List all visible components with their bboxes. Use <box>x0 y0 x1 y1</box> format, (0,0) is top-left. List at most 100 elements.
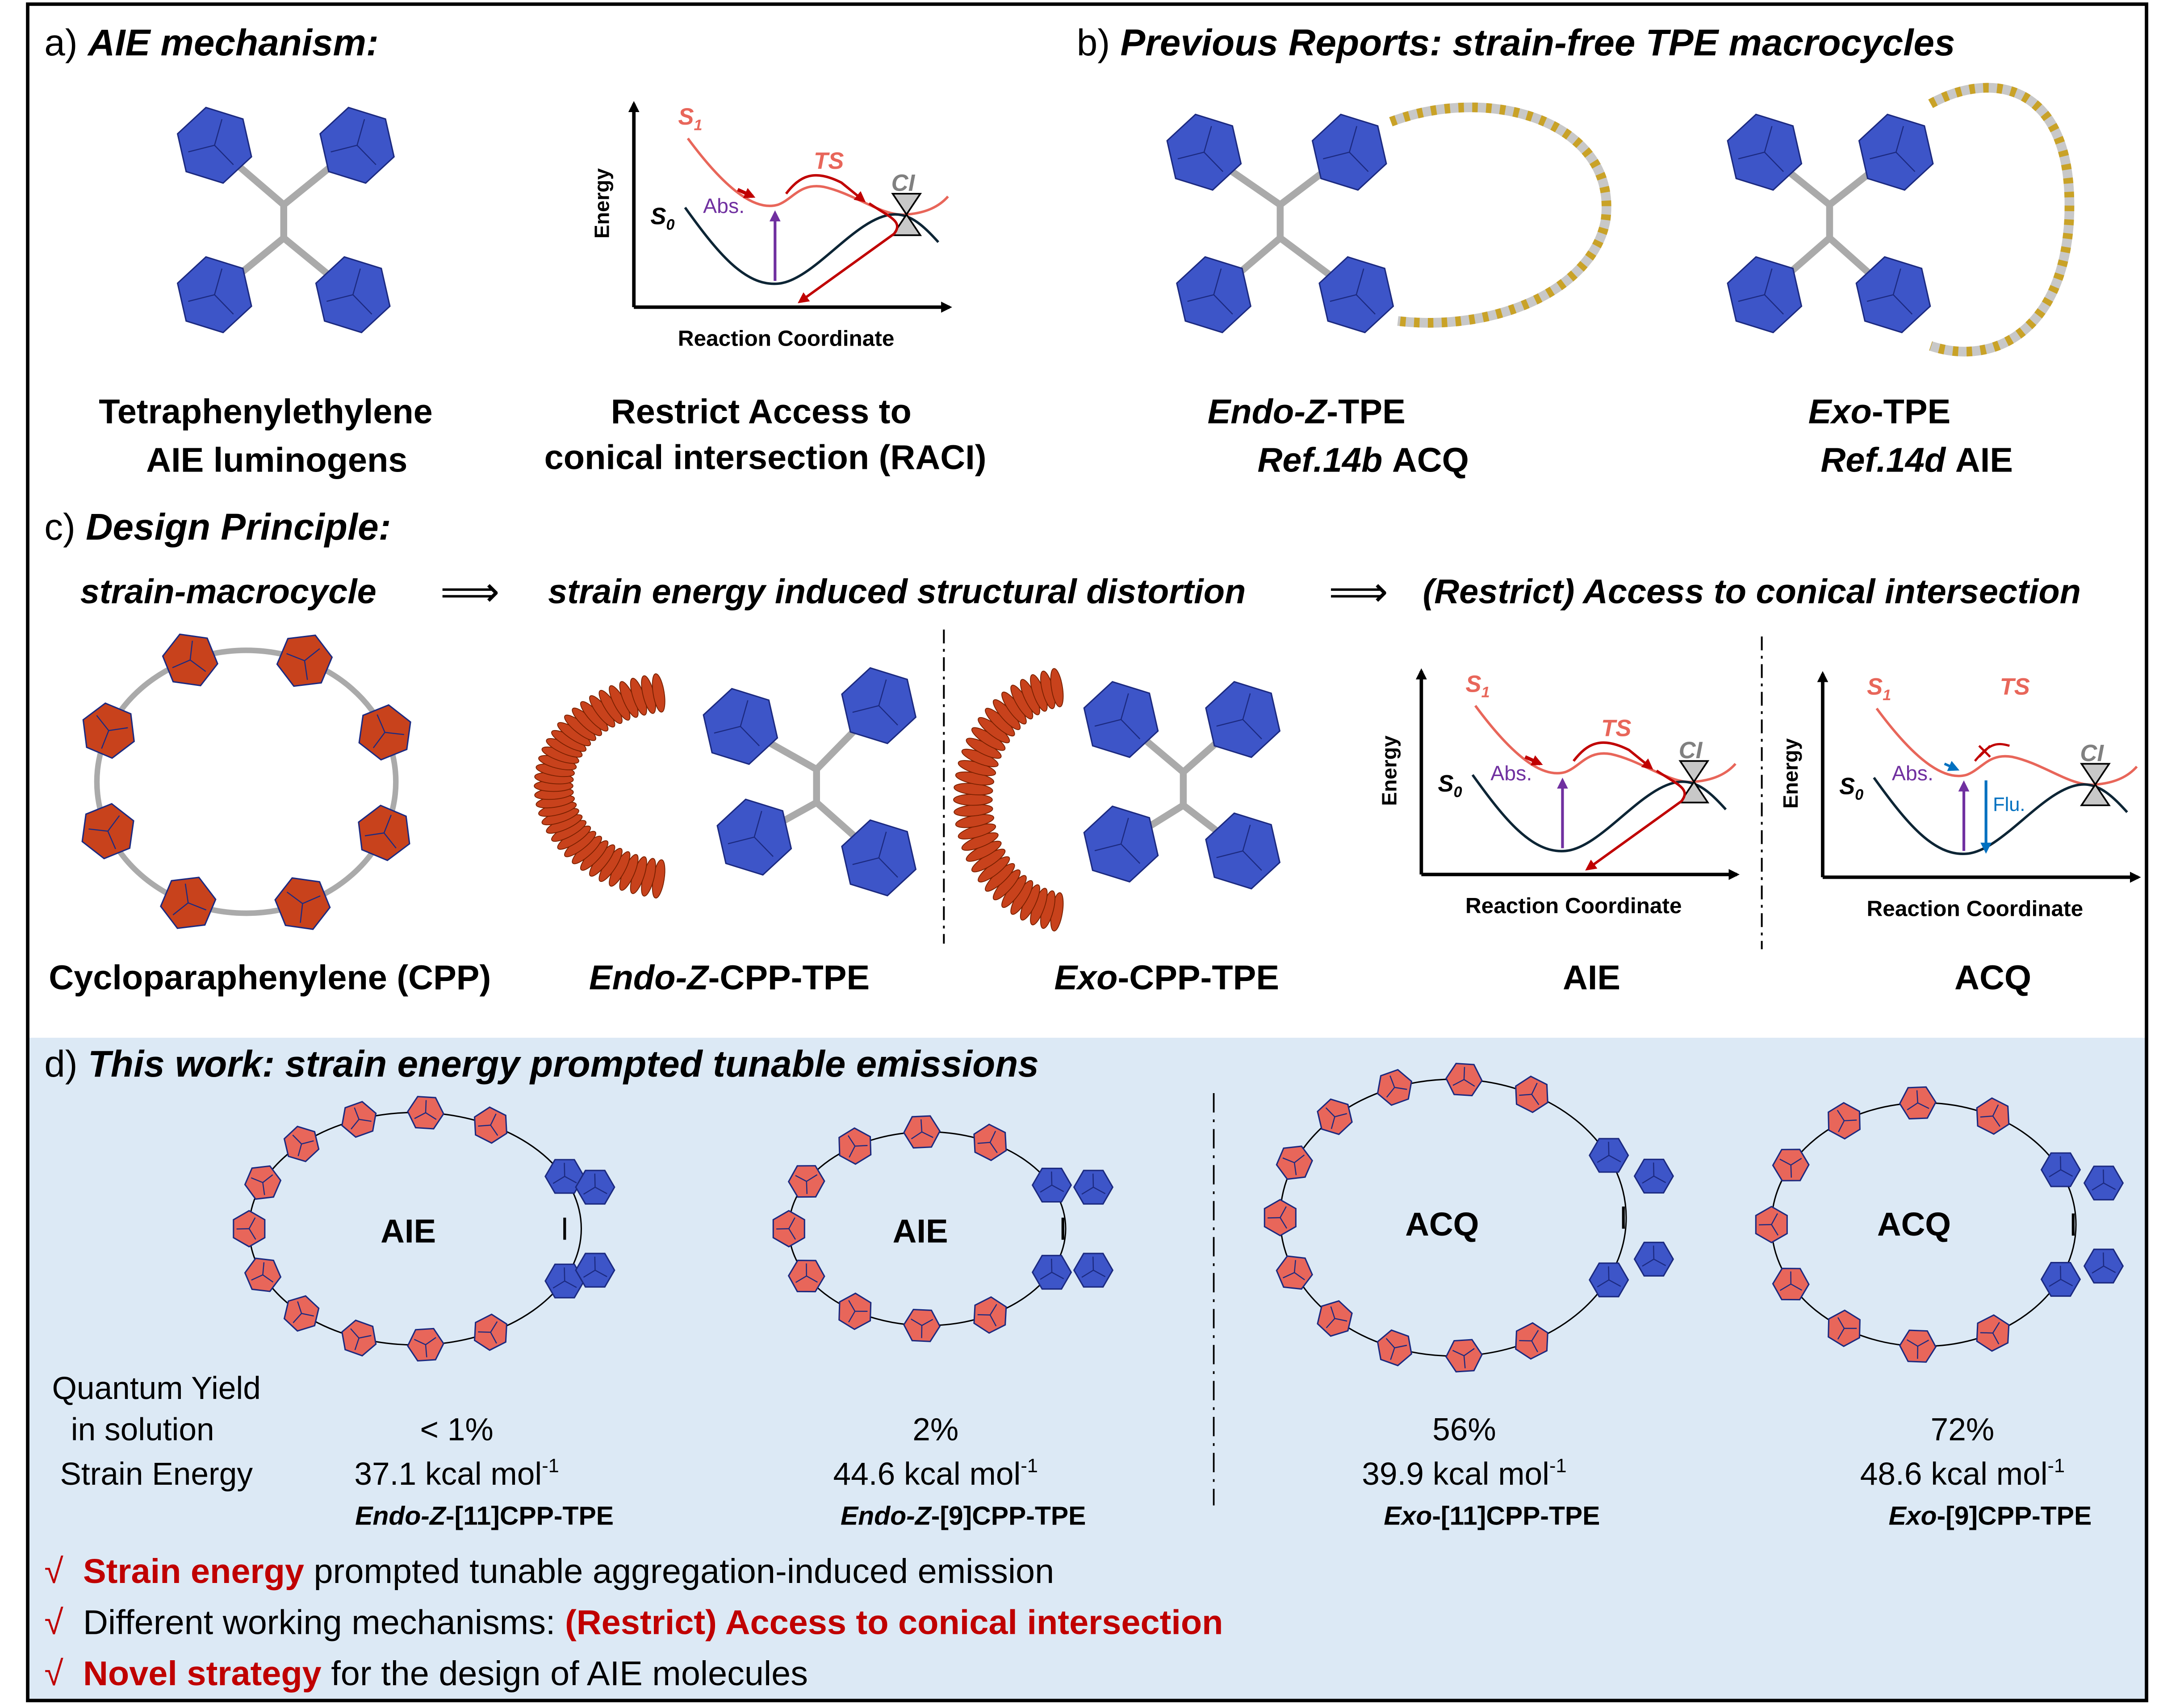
ring-bond <box>1093 1270 1106 1278</box>
ring-bond <box>1213 294 1233 315</box>
reaction-coordinate-label: Reaction Coordinate <box>1867 896 2084 921</box>
ring-bond <box>1389 1075 1395 1088</box>
ring-bond <box>383 832 397 849</box>
ring-bond <box>1738 294 1765 302</box>
ring-bond <box>1764 294 1784 315</box>
ring-bond <box>88 828 108 832</box>
ring-bond <box>878 857 898 878</box>
ring-bond <box>2060 1156 2062 1170</box>
ring-bond <box>1242 719 1262 739</box>
conical-intersection-icon <box>1678 760 1710 804</box>
ring-bond <box>1051 1272 1064 1279</box>
ring-bond <box>1653 1258 1666 1266</box>
ring-bond <box>286 891 303 904</box>
endo-z-9-cpp-tpe-strain-energy: 44.6 kcal mol-1 <box>833 1455 1038 1492</box>
ring-bond <box>1452 1079 1464 1086</box>
ring-bond <box>352 268 361 295</box>
ring-bond <box>2103 1265 2116 1273</box>
energy-axis-label: Energy <box>1378 735 1401 806</box>
check-icon: √ <box>44 1604 63 1642</box>
ring-bond <box>1349 151 1369 172</box>
ring-bond <box>1330 1306 1335 1319</box>
endo-z-11-cpp-tpe-emission-type: AIE <box>381 1213 436 1250</box>
ring-bond <box>583 1186 596 1195</box>
ring-bond <box>190 659 206 672</box>
ring-bond <box>189 640 193 660</box>
ring-bond <box>1992 1104 1999 1116</box>
figure-border <box>26 2 2148 1703</box>
ring-bond <box>795 1275 807 1283</box>
ring-bond <box>1519 1094 1532 1096</box>
ring-bond <box>300 903 303 923</box>
ring-bond <box>354 1338 360 1350</box>
cpp-caption: Cycloparaphenylene (CPP) <box>49 959 491 997</box>
ring-bond <box>1992 1115 2000 1127</box>
ring-bond <box>354 1107 360 1120</box>
ring-bond <box>1463 1355 1466 1369</box>
exo-9-cpp-tpe-quantum-yield: 72% <box>1931 1412 1995 1448</box>
ring-bond <box>1335 1318 1347 1322</box>
ring-bond <box>878 679 887 706</box>
ring-bond <box>552 1280 565 1289</box>
ring-bond <box>1325 1107 1335 1117</box>
ring-bond <box>251 1177 263 1183</box>
ring-bond <box>1040 1184 1052 1193</box>
ring-bond <box>1093 1186 1106 1194</box>
ring-bond <box>364 832 385 836</box>
ts-label: TS <box>1601 715 1631 741</box>
ring-bond <box>262 1174 273 1183</box>
ring-bond <box>1203 151 1224 172</box>
ring-bond <box>806 1275 818 1283</box>
ring-bond <box>594 1270 607 1278</box>
ring-bond <box>214 145 234 165</box>
reaction-coordinate-label: Reaction Coordinate <box>678 326 895 351</box>
ring-bond <box>1242 850 1262 871</box>
ring-bond <box>1895 126 1904 153</box>
ring-bond <box>414 1112 426 1119</box>
abs-label: Abs. <box>703 194 745 217</box>
ring-bond <box>248 1228 256 1240</box>
ring-bond <box>96 715 109 731</box>
ring-bond <box>297 1144 302 1157</box>
ring-bond <box>1531 1341 1538 1353</box>
ring-bond <box>2103 1169 2105 1183</box>
endo-z-tpe-name: Endo-Z-TPE <box>1208 393 1406 431</box>
ring-bond <box>1394 1345 1407 1349</box>
ring-bond <box>293 1313 302 1324</box>
raci-caption-2: conical intersection (RACI) <box>544 438 987 476</box>
ring-bond <box>356 119 365 146</box>
ring-bond <box>921 1131 933 1138</box>
exo-11-cpp-tpe-quantum-yield: 56% <box>1432 1412 1496 1448</box>
panel-c-heading: c) Design Principle: <box>44 505 391 547</box>
ring-bond <box>1282 1157 1295 1163</box>
ring-bond <box>788 1228 796 1240</box>
ring-bond <box>1394 1087 1407 1090</box>
compound-data-columns: AIE< 1%37.1 kcal mol-1Endo-Z-[11]CPP-TPE… <box>354 1206 2092 1531</box>
ring-bond <box>740 700 749 727</box>
step-access-ci: (Restrict) Access to conical intersectio… <box>1423 572 2081 611</box>
ring-bond <box>564 1176 577 1184</box>
ring-bond <box>109 727 128 731</box>
ring-bond <box>848 1300 856 1312</box>
ring-bond <box>921 1319 933 1326</box>
ring-bond <box>1642 1175 1654 1184</box>
endo-z-cpp-tpe-molecule <box>534 667 917 899</box>
ring-bond <box>2092 1182 2104 1191</box>
s1-curve <box>1474 705 1736 784</box>
ring-bond <box>1242 693 1251 720</box>
panel-b-heading: b) Previous Reports: strain-free TPE mac… <box>1077 21 1955 63</box>
conclusion-bullets: √Strain energy prompted tunable aggregat… <box>44 1552 1223 1693</box>
ring-bond <box>753 810 762 838</box>
ring-bond <box>356 145 377 165</box>
ring-bond <box>1837 1317 1845 1329</box>
ring-bond <box>1283 1272 1295 1278</box>
ring-bond <box>1771 1224 1779 1236</box>
ring-bond <box>490 1332 497 1344</box>
ring-bond <box>852 705 879 713</box>
raci-caption-1: Restrict Access to <box>611 393 912 431</box>
ring-bond <box>1893 294 1913 315</box>
ring-bond <box>1531 1330 1539 1341</box>
s1-curve <box>686 138 949 216</box>
ci-label: CI <box>2080 740 2104 766</box>
